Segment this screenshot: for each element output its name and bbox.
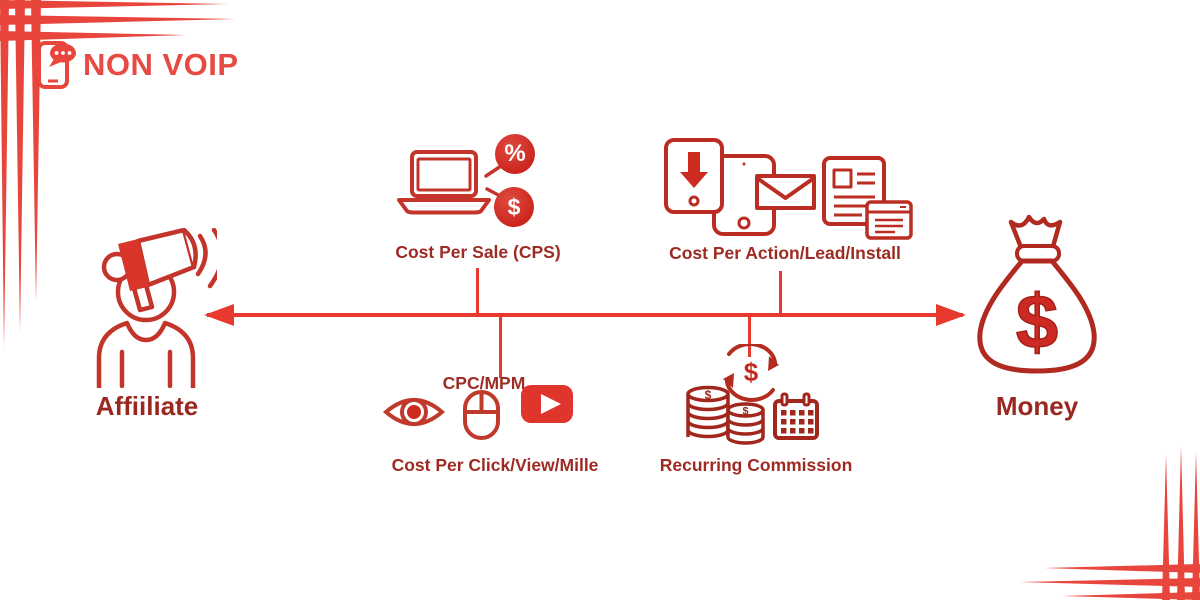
refresh-dollar-icon: $: [723, 344, 779, 402]
browser-window-icon: [865, 200, 913, 240]
cpa-devices-icon: [664, 138, 913, 240]
corner-decoration-bottom-right: [1020, 446, 1200, 600]
refresh-dollar-sign: $: [744, 357, 759, 387]
dollar-sign: $: [507, 193, 521, 220]
connector-cpc: [499, 315, 502, 378]
coin-stack-icon: $: [686, 385, 730, 439]
connector-cps: [476, 268, 479, 317]
laptop-icon: [397, 150, 491, 215]
money-dollar-sign: $: [1016, 280, 1058, 365]
connector-cpa: [779, 271, 782, 317]
tablet-download-icon: [664, 138, 724, 214]
cps-label: Cost Per Sale (CPS): [395, 242, 561, 262]
recurring-icons: $ $ $: [686, 344, 819, 445]
brand-logo: NON VOIP: [36, 40, 239, 90]
coin-dollar-sign-small: $: [742, 406, 748, 418]
money-label: Money: [995, 391, 1079, 421]
brand-name: NON VOIP: [83, 47, 239, 82]
youtube-play-icon: [521, 385, 573, 423]
eye-icon: [382, 398, 446, 426]
cpa-label: Cost Per Action/Lead/Install: [669, 243, 901, 263]
recurring-label: Recurring Commission: [659, 455, 853, 475]
cpc-sub-label: CPC/MPM: [442, 373, 526, 393]
megaphone-person-icon: [96, 228, 217, 388]
coin-dollar-sign: $: [705, 388, 712, 402]
mouse-icon: [463, 390, 500, 440]
dollar-badge: $: [494, 187, 534, 227]
calendar-icon: [773, 392, 819, 440]
phone-chat-icon: [37, 41, 76, 89]
money-bag-icon: $: [977, 214, 1097, 374]
connector-recurring: [748, 315, 751, 357]
cpc-icons: [382, 385, 573, 440]
percent-badge: %: [495, 134, 535, 174]
affiliate-label: Affiiliate: [95, 391, 199, 421]
timeline-arrow: [204, 304, 966, 326]
percent-sign: %: [504, 140, 526, 167]
arrow-left-head: [204, 304, 234, 326]
corner-decoration-top-left: [0, 0, 236, 348]
arrow-right-head: [936, 304, 966, 326]
coin-stack-small-icon: $: [726, 402, 765, 445]
cpc-label: Cost Per Click/View/Mille: [391, 455, 599, 475]
envelope-icon: [755, 174, 816, 210]
